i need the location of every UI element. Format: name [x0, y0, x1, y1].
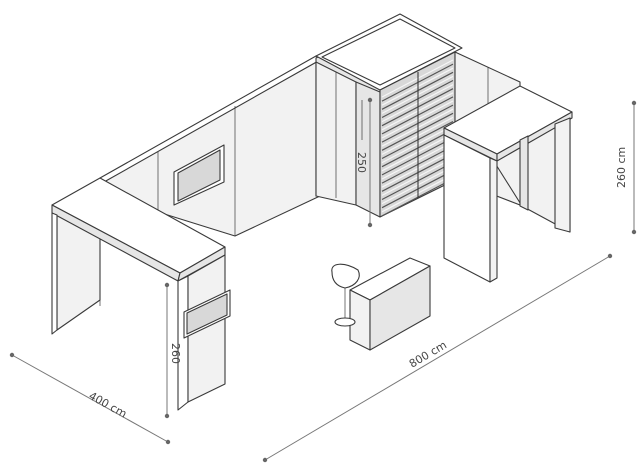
depth-label: 400 cm [87, 389, 129, 420]
bar-stool [331, 263, 360, 327]
height-storage-label: 250 [355, 152, 368, 173]
right-portal-tower [443, 85, 573, 283]
storage-room [315, 13, 463, 218]
slatted-panel [379, 51, 456, 218]
dimension-depth: 400 cm [9, 352, 171, 445]
dimension-height-front: 260 [164, 282, 182, 419]
height-right-label: 260 cm [615, 147, 628, 188]
dimension-height-right: 260 cm [615, 100, 637, 235]
counter-desk [349, 257, 431, 351]
wall-picture [173, 144, 225, 206]
dimension-width: 800 cm [262, 253, 613, 463]
pillar-screen [183, 289, 231, 339]
left-portal [51, 177, 226, 411]
dimension-height-storage: 250 [355, 97, 373, 228]
height-front-label: 260 [169, 343, 182, 364]
